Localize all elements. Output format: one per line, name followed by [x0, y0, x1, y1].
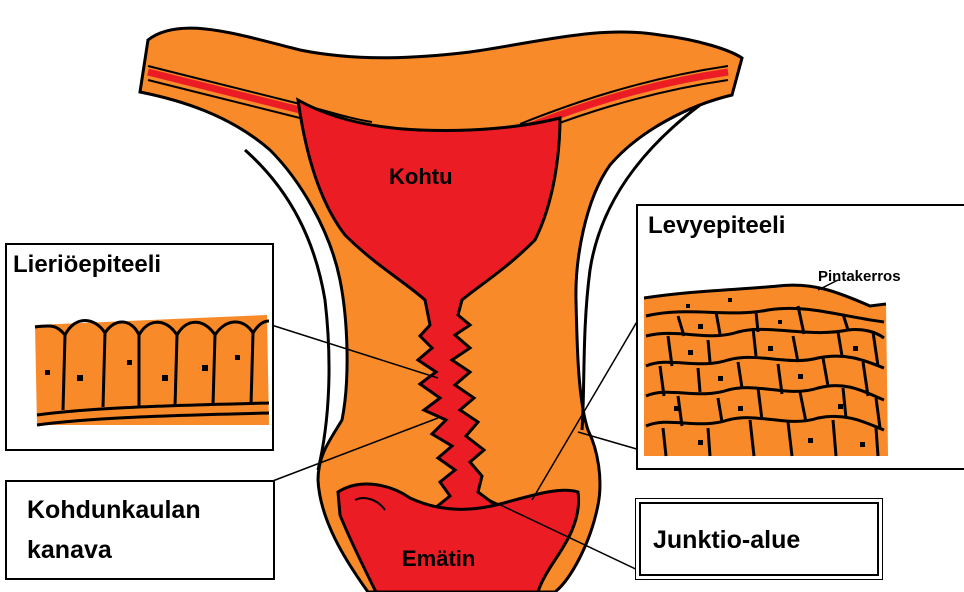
squamous-epithelium-panel: Levyepiteeli Pintakerros [636, 204, 964, 470]
columnar-epithelium-panel: Lieriöepiteeli [5, 243, 274, 451]
cervical-canal-label-line2: kanava [27, 532, 112, 568]
columnar-epithelium-label: Lieriöepiteeli [13, 251, 161, 279]
vagina-label: Emätin [402, 546, 475, 572]
junction-zone-label: Junktio-alue [653, 522, 800, 558]
junction-zone-panel: Junktio-alue [635, 498, 883, 580]
squamous-cells-drawing [638, 206, 964, 468]
surface-layer-label: Pintakerros [818, 268, 901, 285]
uterus-label: Kohtu [389, 164, 453, 190]
cervical-canal-panel: Kohdunkaulan kanava [5, 480, 275, 580]
squamous-epithelium-label: Levyepiteeli [648, 212, 785, 240]
cervical-canal-label-line1: Kohdunkaulan [27, 492, 201, 528]
